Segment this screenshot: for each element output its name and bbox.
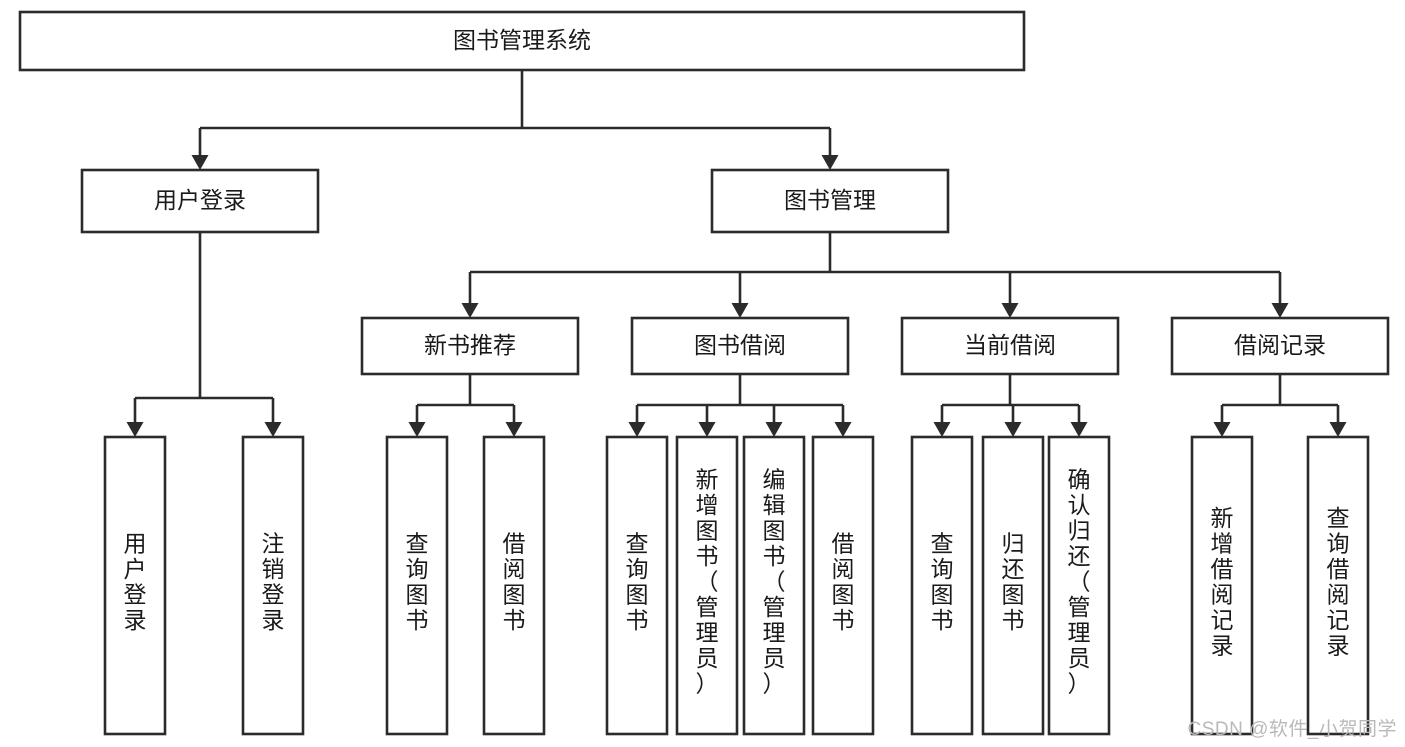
node-box-leaf-confirm-return — [1047, 435, 1111, 736]
conn-book-manage-arrow-book-borrow — [731, 303, 749, 318]
node-book-manage[interactable]: 图书管理 — [710, 168, 950, 234]
nodes-layer: 图书管理系统用户登录图书管理新书推荐图书借阅当前借阅借阅记录用户登录注销登录查询… — [18, 10, 1390, 736]
node-box-leaf-user-logout — [241, 435, 305, 736]
node-leaf-query-book-2[interactable]: 查询图书 — [605, 435, 669, 736]
node-leaf-confirm-return[interactable]: 确认归还（管理员） — [1047, 435, 1111, 736]
conn-user-login-arrow-leaf-user-login — [126, 422, 144, 437]
node-leaf-add-record[interactable]: 新增借阅记录 — [1190, 435, 1254, 736]
node-label-user-login: 用户登录 — [154, 187, 246, 213]
connectors-layer — [126, 70, 1347, 437]
node-label-new-book-rec: 新书推荐 — [424, 332, 516, 358]
node-label-leaf-query-book-1: 查询图书 — [406, 530, 429, 633]
node-label-leaf-query-record: 查询借阅记录 — [1327, 505, 1350, 659]
node-label-root: 图书管理系统 — [453, 27, 591, 53]
node-leaf-add-book[interactable]: 新增图书（管理员） — [675, 435, 739, 736]
conn-book-borrow-arrow-leaf-add-book — [698, 422, 716, 437]
conn-borrow-record-arrow-leaf-add-record — [1213, 422, 1231, 437]
node-label-leaf-user-login: 用户登录 — [124, 530, 147, 633]
node-label-leaf-add-record: 新增借阅记录 — [1211, 505, 1234, 659]
node-current-borrow[interactable]: 当前借阅 — [900, 316, 1120, 376]
conn-book-manage-arrow-borrow-record — [1271, 303, 1289, 318]
node-label-leaf-query-book-3: 查询图书 — [931, 530, 954, 633]
node-box-leaf-query-record — [1306, 435, 1370, 736]
node-box-leaf-borrow-book-2 — [811, 435, 875, 736]
node-leaf-borrow-book-1[interactable]: 借阅图书 — [482, 435, 546, 736]
conn-root-arrow-user-login — [191, 155, 209, 170]
node-box-leaf-borrow-book-1 — [482, 435, 546, 736]
conn-book-borrow-arrow-leaf-borrow-book-2 — [834, 422, 852, 437]
node-label-book-manage: 图书管理 — [784, 187, 876, 213]
conn-book-borrow-arrow-leaf-edit-book — [765, 422, 783, 437]
conn-new-book-rec-arrow-leaf-query-book-1 — [408, 422, 426, 437]
node-leaf-user-login[interactable]: 用户登录 — [103, 435, 167, 736]
node-box-leaf-query-book-3 — [910, 435, 974, 736]
node-box-leaf-add-record — [1190, 435, 1254, 736]
node-box-new-book-rec — [360, 316, 580, 376]
node-leaf-borrow-book-2[interactable]: 借阅图书 — [811, 435, 875, 736]
node-box-current-borrow — [900, 316, 1120, 376]
node-box-leaf-return-book — [981, 435, 1045, 736]
node-label-book-borrow: 图书借阅 — [694, 332, 786, 358]
conn-book-borrow-arrow-leaf-query-book-2 — [628, 422, 646, 437]
node-label-borrow-record: 借阅记录 — [1234, 332, 1326, 358]
conn-book-manage-arrow-new-book-rec — [461, 303, 479, 318]
node-box-book-borrow — [630, 316, 850, 376]
node-label-leaf-user-logout: 注销登录 — [262, 530, 285, 633]
conn-book-manage-arrow-current-borrow — [1001, 303, 1019, 318]
node-box-user-login — [80, 168, 320, 234]
node-leaf-query-book-3[interactable]: 查询图书 — [910, 435, 974, 736]
node-new-book-rec[interactable]: 新书推荐 — [360, 316, 580, 376]
node-borrow-record[interactable]: 借阅记录 — [1170, 316, 1390, 376]
node-label-leaf-confirm-return: 确认归还（管理员） — [1068, 467, 1091, 697]
node-label-leaf-edit-book: 编辑图书（管理员） — [763, 467, 786, 697]
conn-user-login-arrow-leaf-user-logout — [264, 422, 282, 437]
node-book-borrow[interactable]: 图书借阅 — [630, 316, 850, 376]
node-box-leaf-query-book-1 — [385, 435, 449, 736]
conn-current-borrow-arrow-leaf-return-book — [1004, 422, 1022, 437]
node-leaf-user-logout[interactable]: 注销登录 — [241, 435, 305, 736]
node-label-leaf-query-book-2: 查询图书 — [626, 530, 649, 633]
node-leaf-return-book[interactable]: 归还图书 — [981, 435, 1045, 736]
node-box-leaf-add-book — [675, 435, 739, 736]
conn-root-arrow-book-manage — [821, 155, 839, 170]
conn-new-book-rec-arrow-leaf-borrow-book-1 — [505, 422, 523, 437]
node-label-current-borrow: 当前借阅 — [964, 332, 1056, 358]
node-label-leaf-borrow-book-2: 借阅图书 — [832, 530, 855, 633]
conn-borrow-record-arrow-leaf-query-record — [1329, 422, 1347, 437]
node-box-leaf-query-book-2 — [605, 435, 669, 736]
node-leaf-edit-book[interactable]: 编辑图书（管理员） — [742, 435, 806, 736]
conn-current-borrow-arrow-leaf-query-book-3 — [933, 422, 951, 437]
conn-current-borrow-arrow-leaf-confirm-return — [1070, 422, 1088, 437]
node-label-leaf-return-book: 归还图书 — [1002, 530, 1025, 633]
node-label-leaf-borrow-book-1: 借阅图书 — [503, 530, 526, 633]
node-box-book-manage — [710, 168, 950, 234]
node-label-leaf-add-book: 新增图书（管理员） — [696, 467, 719, 697]
node-user-login[interactable]: 用户登录 — [80, 168, 320, 234]
node-box-leaf-user-login — [103, 435, 167, 736]
node-root[interactable]: 图书管理系统 — [18, 10, 1026, 72]
node-leaf-query-record[interactable]: 查询借阅记录 — [1306, 435, 1370, 736]
node-box-leaf-edit-book — [742, 435, 806, 736]
node-box-borrow-record — [1170, 316, 1390, 376]
node-box-root — [18, 10, 1026, 72]
node-leaf-query-book-1[interactable]: 查询图书 — [385, 435, 449, 736]
